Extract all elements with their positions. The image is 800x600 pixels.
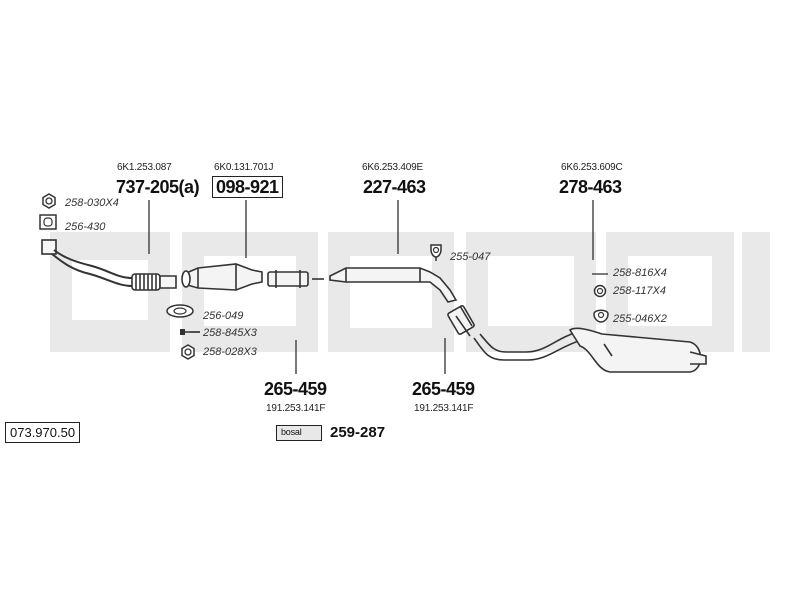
part-code-3: 6K6.253.409E	[362, 162, 423, 173]
part-number-1: 737-205(a)	[116, 177, 200, 197]
part-number-3: 227-463	[363, 177, 426, 197]
part-code-2: 6K0.131.701J	[214, 162, 274, 173]
bottom-part-number-2: 265-459	[412, 379, 475, 399]
part-number-2: 098-921	[212, 176, 283, 198]
ring-gasket-icon	[166, 304, 194, 318]
nut-icon	[593, 284, 607, 298]
small-part-label: 258-816X4	[613, 267, 667, 279]
kit-number: 259-287	[330, 424, 386, 441]
nut-icon	[42, 193, 56, 209]
part-code-4: 6K6.253.609C	[561, 162, 623, 173]
small-part-label: 258-845X3	[203, 327, 257, 339]
kit-badge-text: bosal	[281, 427, 302, 437]
small-part-label: 255-047	[450, 251, 491, 263]
kit-badge-icon: bosal	[276, 425, 322, 441]
bottom-part-code-1: 191.253.141F	[266, 403, 326, 414]
small-part-label: 258-028X3	[203, 346, 257, 358]
rubber-hanger-icon	[593, 309, 609, 323]
part-number-4: 278-463	[559, 177, 622, 197]
rubber-hanger-icon	[430, 244, 442, 261]
nut-icon	[181, 344, 195, 360]
bottom-part-number-1: 265-459	[264, 379, 327, 399]
small-part-label: 255-046X2	[613, 313, 667, 325]
small-part-label: 256-430	[65, 221, 106, 233]
small-part-label: 258-117X4	[613, 285, 667, 297]
small-part-label: 256-049	[203, 310, 244, 322]
flange-gasket-icon	[39, 214, 57, 230]
bolt-icon	[180, 329, 200, 335]
part-code-1: 6K1.253.087	[117, 162, 172, 173]
reference-number: 073.970.50	[5, 422, 81, 443]
small-part-label: 258-030X4	[65, 197, 119, 209]
bottom-part-code-2: 191.253.141F	[414, 403, 474, 414]
